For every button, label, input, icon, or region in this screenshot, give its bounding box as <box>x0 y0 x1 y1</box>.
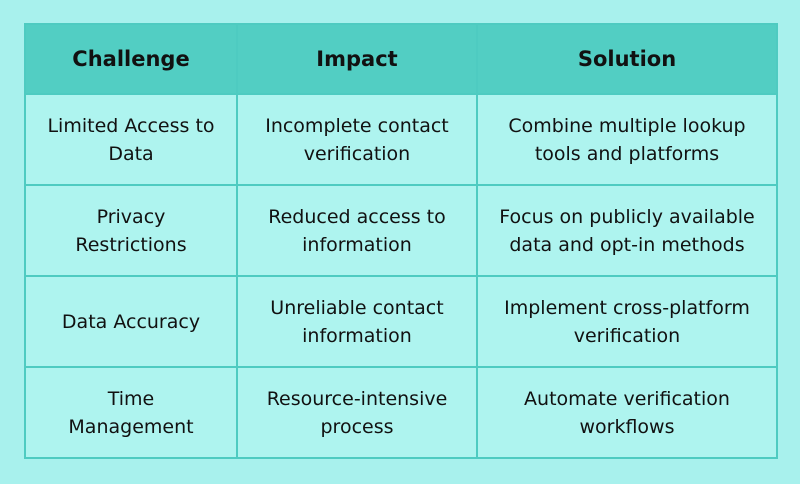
solution-cell: Automate verification workflows <box>476 366 778 459</box>
cell-text: Combine multiple lookup tools and platfo… <box>508 114 746 165</box>
cell-text: Unreliable contact information <box>270 296 444 347</box>
challenges-table: Challenge Impact Solution Limited Access… <box>24 23 778 459</box>
solution-cell: Implement cross-platform verification <box>476 275 778 368</box>
solution-cell: Combine multiple lookup tools and platfo… <box>476 93 778 186</box>
table-header: Challenge Impact Solution <box>24 23 778 95</box>
challenge-cell: Privacy Restrictions <box>24 184 238 277</box>
challenge-cell: Limited Access to Data <box>24 93 238 186</box>
cell-text: Reduced access to information <box>268 205 446 256</box>
solution-cell: Focus on publicly available data and opt… <box>476 184 778 277</box>
impact-cell: Incomplete contact verification <box>236 93 478 186</box>
cell-text: Time Management <box>68 387 194 438</box>
cell-text: Automate verification workflows <box>524 387 730 438</box>
table-row: Time Management Resource-intensive proce… <box>24 366 778 459</box>
challenge-cell: Time Management <box>24 366 238 459</box>
challenge-cell: Data Accuracy <box>24 275 238 368</box>
table-row: Privacy Restrictions Reduced access to i… <box>24 184 778 277</box>
cell-text: Implement cross-platform verification <box>504 296 750 347</box>
impact-cell: Reduced access to information <box>236 184 478 277</box>
header-challenge: Challenge <box>24 23 238 95</box>
cell-text: Resource-intensive process <box>266 387 448 438</box>
table-row: Data Accuracy Unreliable contact informa… <box>24 275 778 368</box>
cell-text: Limited Access to Data <box>47 114 215 165</box>
cell-text: Focus on publicly available data and opt… <box>499 205 755 256</box>
header-solution: Solution <box>476 23 778 95</box>
table-body: Limited Access to Data Incomplete contac… <box>24 93 778 459</box>
cell-text: Incomplete contact verification <box>265 114 449 165</box>
impact-cell: Unreliable contact information <box>236 275 478 368</box>
header-impact: Impact <box>236 23 478 95</box>
cell-text: Data Accuracy <box>61 310 201 333</box>
cell-text: Privacy Restrictions <box>75 205 187 256</box>
header-row: Challenge Impact Solution <box>24 23 778 95</box>
impact-cell: Resource-intensive process <box>236 366 478 459</box>
table-row: Limited Access to Data Incomplete contac… <box>24 93 778 186</box>
